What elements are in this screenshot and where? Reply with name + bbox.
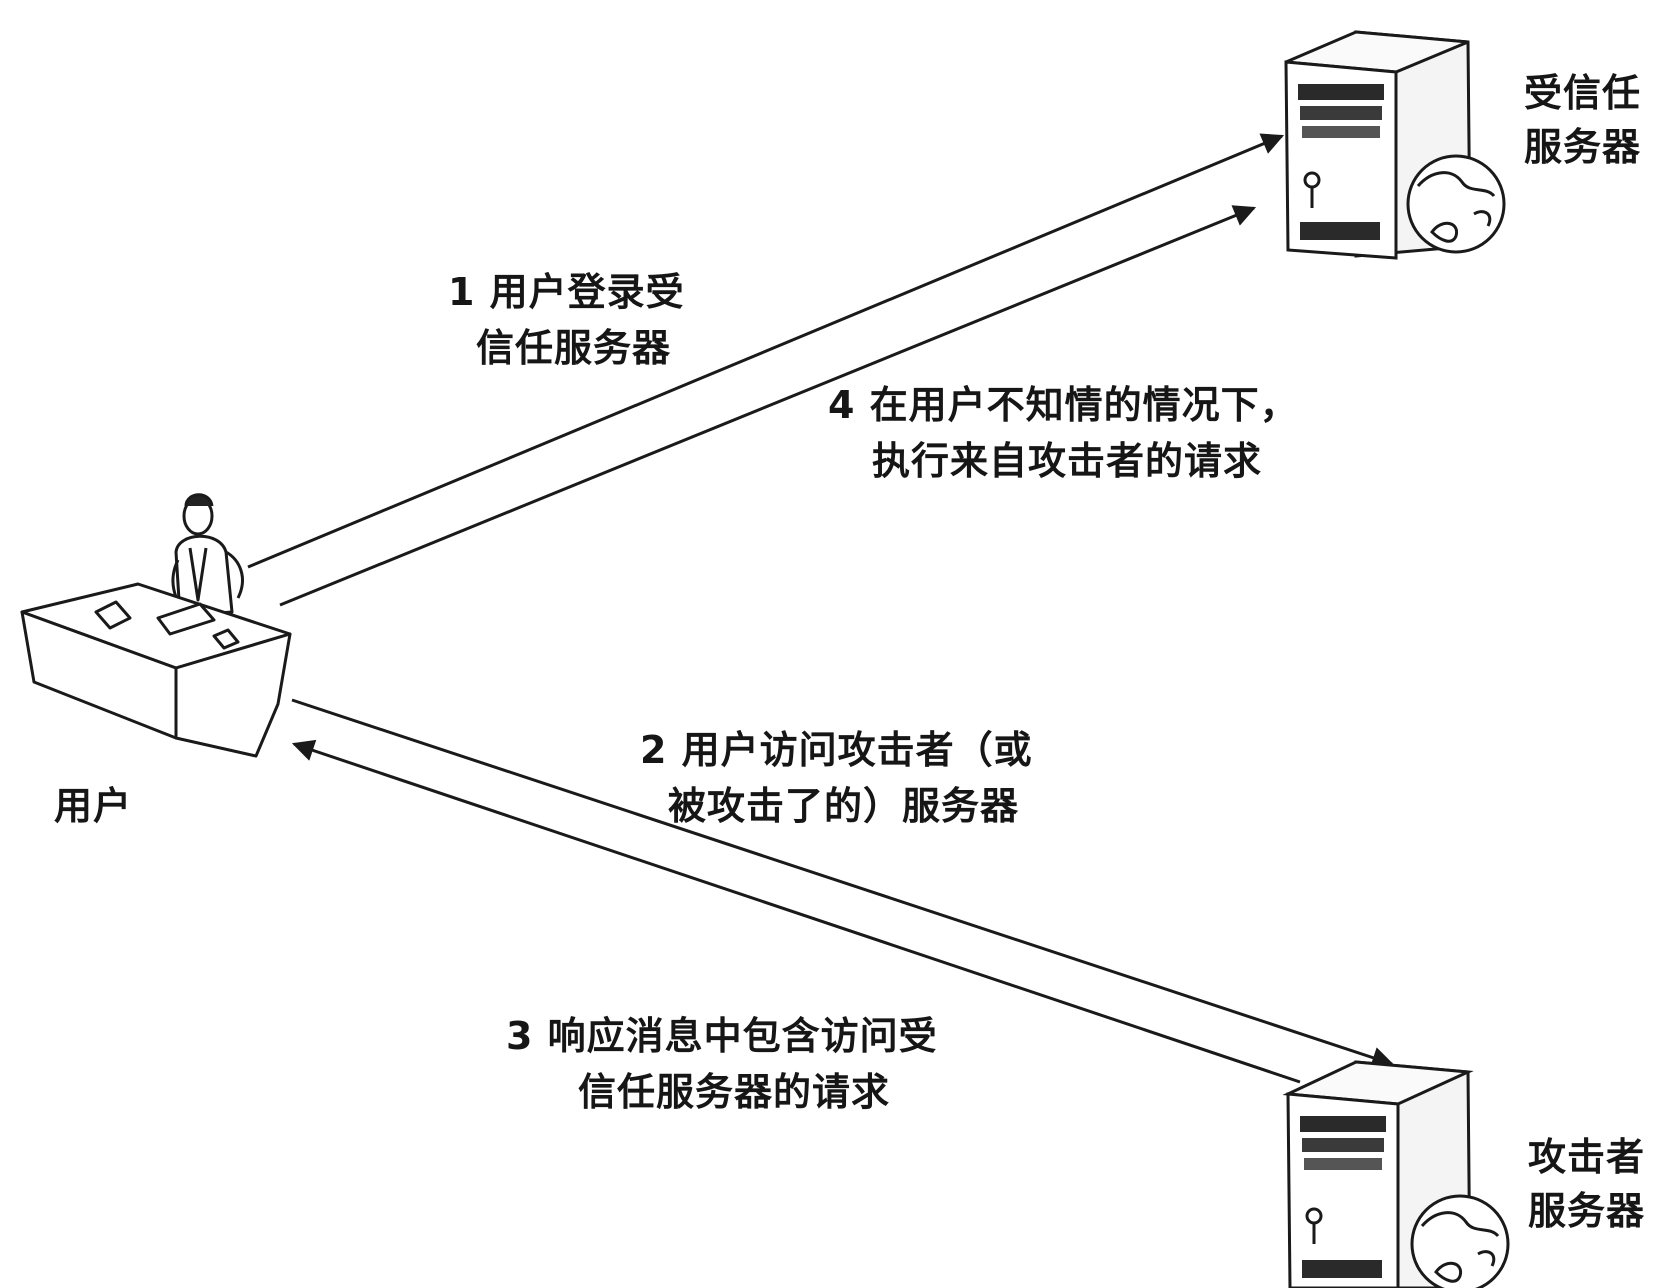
step-1-label: 1 用户登录受 信任服务器 <box>448 264 685 376</box>
step-1-label-line2: 信任服务器 <box>476 326 672 370</box>
step-2-label-line1: 2 用户访问攻击者（或 <box>640 728 1033 772</box>
person-icon <box>171 493 244 618</box>
user-at-desk-icon <box>20 493 292 758</box>
arrow-step1-user-to-trusted <box>247 133 1285 569</box>
arrow-step2-user-to-attacker <box>291 698 1395 1069</box>
trusted-server-icon <box>1284 30 1506 260</box>
attacker-server-label: 攻击者 服务器 <box>1528 1130 1645 1238</box>
step-4-label: 4 在用户不知情的情况下， 执行来自攻击者的请求 <box>828 377 1299 489</box>
user-label-text: 用户 <box>54 784 133 828</box>
trusted-server-label-line1: 受信任 <box>1524 71 1642 115</box>
attacker-server-label-line2: 服务器 <box>1528 1189 1646 1233</box>
arrow-step4-user-to-trusted <box>279 205 1257 607</box>
step-4-label-line2: 执行来自攻击者的请求 <box>872 439 1263 483</box>
step-3-label-line2: 信任服务器的请求 <box>578 1070 891 1114</box>
step-3-label-line1: 3 响应消息中包含访问受 <box>506 1014 938 1058</box>
attacker-server-label-line1: 攻击者 <box>1528 1135 1646 1179</box>
trusted-server-label: 受信任 服务器 <box>1524 66 1641 174</box>
step-3-label: 3 响应消息中包含访问受 信任服务器的请求 <box>506 1008 938 1120</box>
step-4-label-line1: 4 在用户不知情的情况下， <box>828 383 1299 427</box>
step-2-label-line2: 被攻击了的）服务器 <box>668 784 1020 828</box>
step-1-label-line1: 1 用户登录受 <box>448 270 685 314</box>
trusted-server-label-line2: 服务器 <box>1524 125 1642 169</box>
arrow-step3-attacker-to-user <box>291 739 1301 1084</box>
user-label: 用户 <box>54 778 132 834</box>
step-2-label: 2 用户访问攻击者（或 被攻击了的）服务器 <box>640 722 1033 834</box>
attacker-server-icon <box>1282 1060 1510 1288</box>
